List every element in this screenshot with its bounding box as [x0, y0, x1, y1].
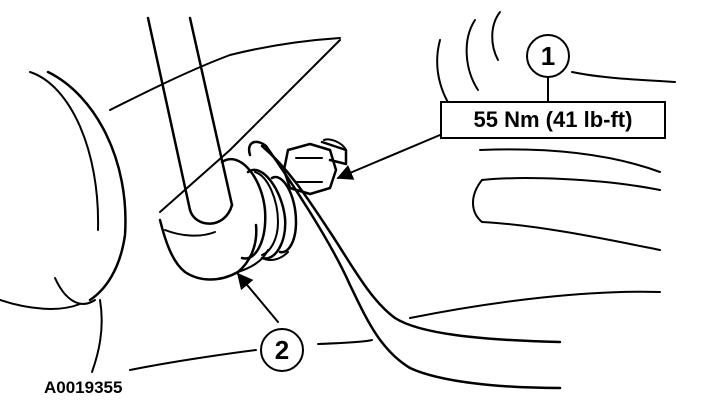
callout-2: 2 — [260, 328, 304, 372]
stabilizer-bar — [247, 140, 562, 390]
callout-1-number: 1 — [540, 40, 556, 71]
bushings — [220, 158, 298, 261]
figure-id: A0019355 — [44, 378, 123, 397]
torque-spec-text: 55 Nm (41 lb-ft) — [473, 107, 633, 132]
chassis-outline — [109, 11, 676, 371]
leader-lines — [236, 77, 549, 323]
callout-1: 1 — [526, 34, 570, 78]
torque-spec-label: 55 Nm (41 lb-ft) — [440, 101, 666, 139]
tire-outline — [0, 70, 127, 373]
callout-2-number: 2 — [274, 334, 290, 365]
stabilizer-link — [146, 16, 269, 281]
